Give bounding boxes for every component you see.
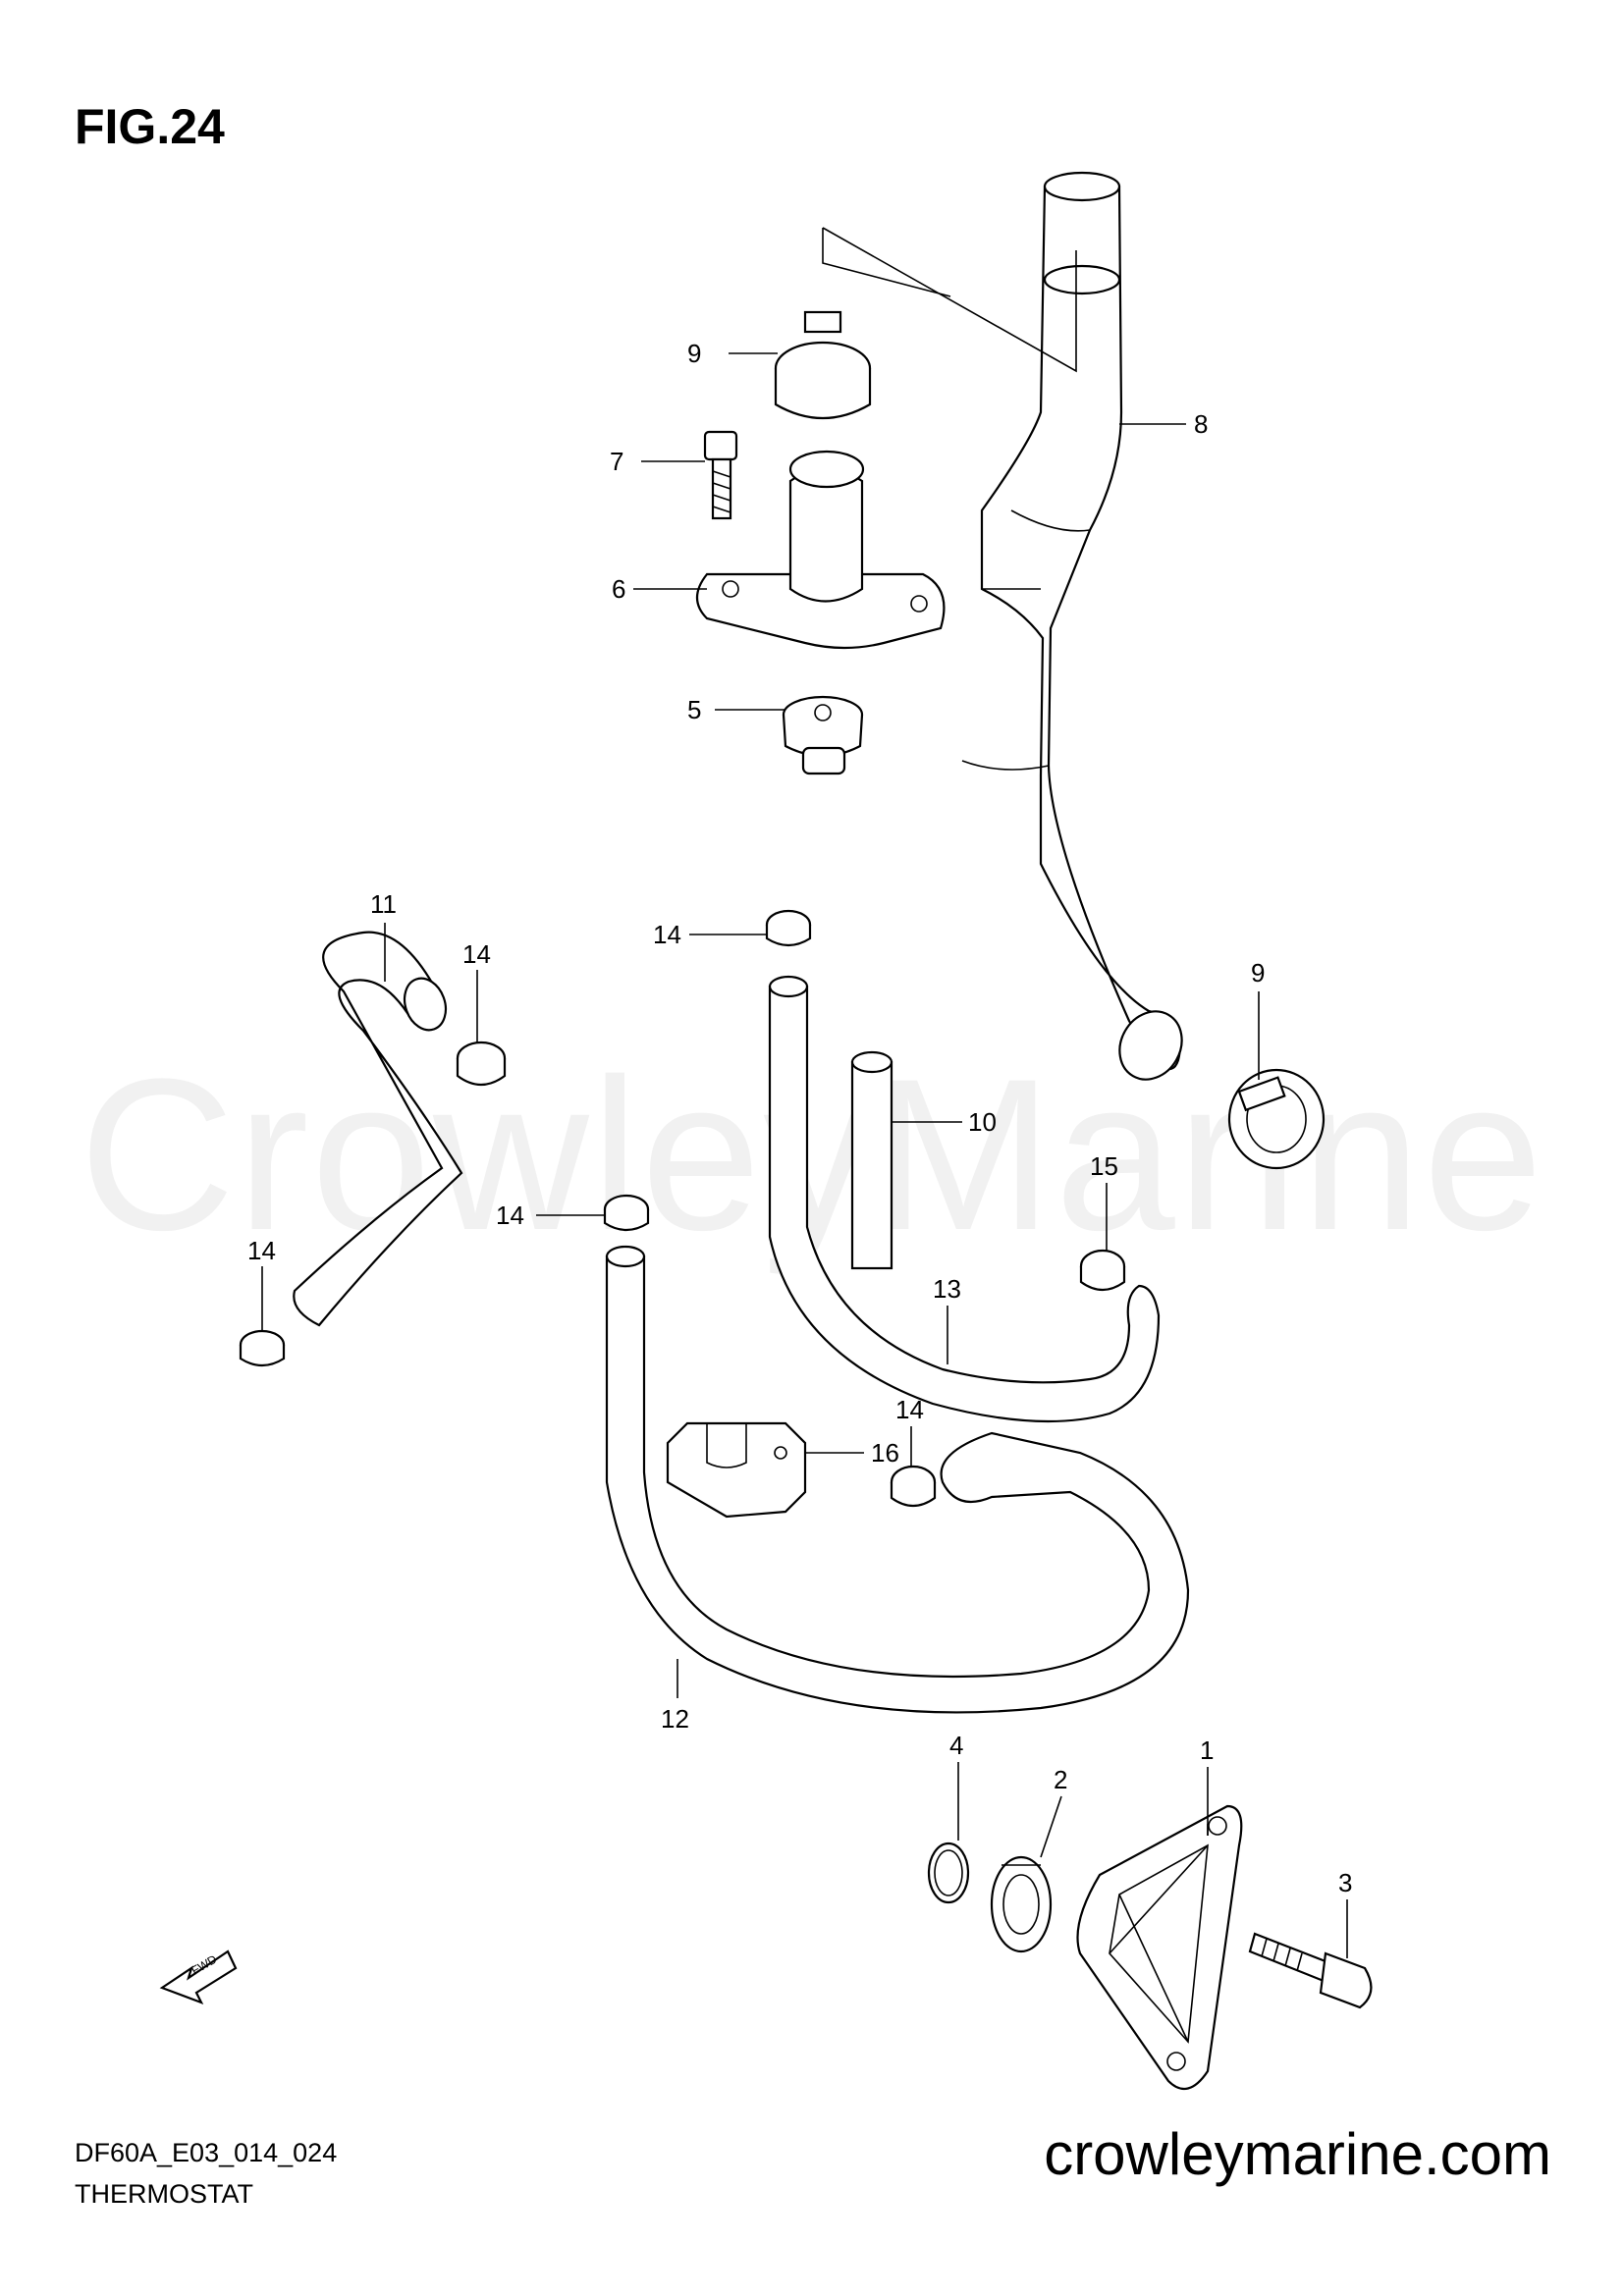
callout-11: 11 bbox=[370, 889, 397, 919]
callout-8: 8 bbox=[1194, 409, 1208, 439]
callout-9-top: 9 bbox=[687, 339, 701, 368]
callout-6: 6 bbox=[612, 574, 625, 604]
clamp-14-a bbox=[456, 1041, 507, 1087]
callout-2: 2 bbox=[1054, 1765, 1067, 1794]
callout-14-d: 14 bbox=[247, 1236, 276, 1265]
callout-14-c: 14 bbox=[496, 1201, 524, 1230]
model-code: DF60A_E03_014_024 bbox=[75, 2138, 338, 2167]
callout-10: 10 bbox=[968, 1107, 997, 1137]
bolt-7 bbox=[703, 430, 738, 520]
callout-12: 12 bbox=[661, 1704, 689, 1734]
hose-8 bbox=[961, 171, 1183, 1081]
o-ring-4 bbox=[927, 1842, 970, 1904]
callout-14-a: 14 bbox=[462, 939, 491, 969]
callout-4: 4 bbox=[949, 1731, 963, 1760]
hose-11 bbox=[293, 931, 463, 1327]
callout-15: 15 bbox=[1090, 1151, 1118, 1181]
callout-numbers: 9 7 6 5 8 11 14 14 9 10 14 15 14 13 16 1… bbox=[247, 339, 1352, 1897]
callout-3: 3 bbox=[1338, 1868, 1352, 1897]
fwd-arrow-icon: FWD bbox=[159, 1949, 238, 2005]
tube-10 bbox=[850, 1050, 893, 1270]
callout-14-e: 14 bbox=[895, 1395, 924, 1424]
website-link[interactable]: crowleymarine.com bbox=[1044, 2121, 1551, 2187]
clamp-14-c bbox=[603, 1194, 650, 1232]
clamp-9-right bbox=[1227, 1068, 1326, 1170]
clip-16 bbox=[666, 1421, 807, 1519]
section-name: THERMOSTAT bbox=[75, 2179, 253, 2209]
callout-1: 1 bbox=[1200, 1735, 1214, 1765]
hose-13 bbox=[768, 975, 1161, 1423]
clamp-15 bbox=[1079, 1249, 1126, 1292]
figure-title: FIG.24 bbox=[75, 99, 225, 154]
thermostat-5 bbox=[782, 695, 864, 775]
cover-1 bbox=[1076, 1804, 1243, 2091]
clamp-14-b bbox=[765, 909, 812, 947]
callout-16: 16 bbox=[871, 1438, 899, 1468]
callout-14-b: 14 bbox=[653, 920, 681, 949]
bolt-3 bbox=[1248, 1932, 1373, 2009]
callout-5: 5 bbox=[687, 695, 701, 724]
callout-13: 13 bbox=[933, 1274, 961, 1304]
hose-12 bbox=[605, 1245, 1190, 1714]
clamp-14-d bbox=[239, 1329, 286, 1367]
clamp-14-e bbox=[890, 1465, 937, 1508]
leader-lines bbox=[261, 352, 1348, 1958]
callout-7: 7 bbox=[610, 447, 623, 476]
leader-9-top-b bbox=[822, 227, 1077, 373]
thermostat-cover-6 bbox=[695, 450, 946, 650]
leader-9-top-a bbox=[822, 228, 951, 297]
callout-9-right: 9 bbox=[1251, 958, 1265, 988]
clamp-9-top bbox=[774, 310, 872, 419]
seal-2 bbox=[990, 1855, 1053, 1953]
